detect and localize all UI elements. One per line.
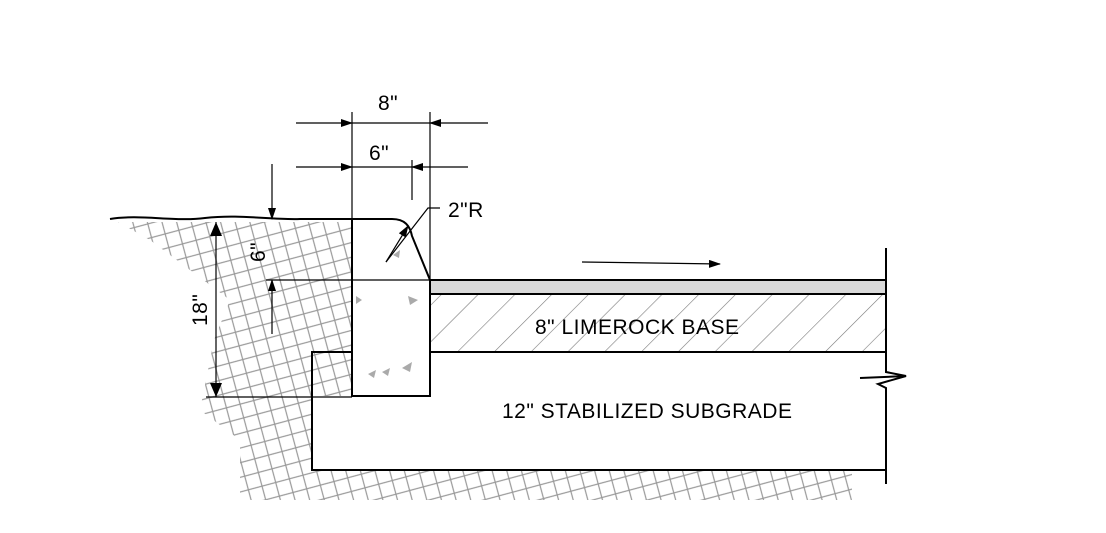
ground-line xyxy=(109,215,352,221)
base-layer-label: 8" LIMEROCK BASE xyxy=(535,316,740,339)
break-line xyxy=(875,248,907,484)
top-width-label: 8" xyxy=(378,92,398,115)
asphalt-surface xyxy=(429,279,887,295)
dimension-face-height: 6" xyxy=(247,164,430,334)
inner-width-label: 6" xyxy=(369,142,389,165)
dimension-total-depth: 18" xyxy=(189,222,352,398)
face-height-label: 6" xyxy=(247,242,270,262)
limerock-base-layer xyxy=(429,293,887,353)
total-depth-label: 18" xyxy=(189,294,212,326)
stabilized-subgrade xyxy=(311,351,886,471)
radius-label: 2"R xyxy=(448,199,484,222)
concrete-marks xyxy=(356,250,418,378)
flow-direction-arrow xyxy=(581,259,721,268)
curb-body xyxy=(351,218,431,397)
radius-leader: 2"R xyxy=(385,199,484,263)
dimension-inner-width: 6" xyxy=(296,142,468,200)
earth-hatch xyxy=(118,222,852,500)
subgrade-layer-label: 12" STABILIZED SUBGRADE xyxy=(502,400,792,423)
